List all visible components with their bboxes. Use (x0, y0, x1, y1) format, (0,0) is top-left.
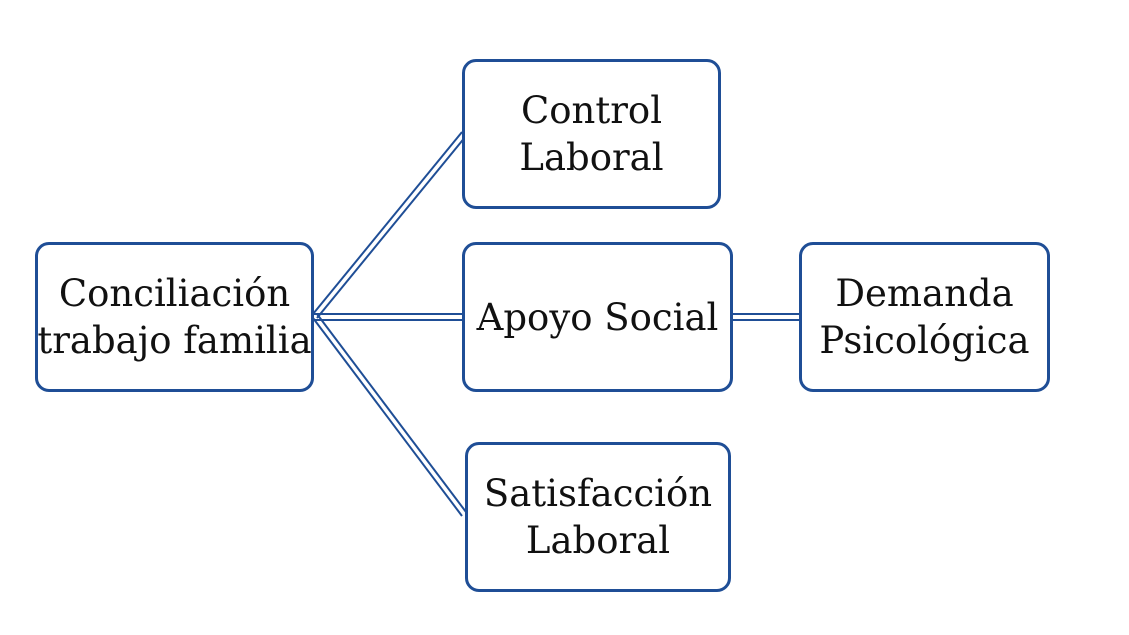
node-control-line-2: Laboral (519, 136, 664, 179)
node-root-line-1: Conciliación (58, 272, 291, 315)
node-satisfaccion-line-1: Satisfacción (483, 472, 713, 515)
node-root-line-2: trabajo familia (37, 319, 312, 362)
node-demanda-psicologica: Demanda Psicológica (799, 242, 1050, 392)
node-conciliacion-trabajo-familia: Conciliación trabajo familia (35, 242, 314, 392)
edge-root-apoyo (314, 313, 462, 321)
edge-root-control (312, 131, 467, 319)
node-apoyo-line-1: Apoyo Social (476, 295, 719, 339)
edge-root-satisfaccion (312, 313, 467, 517)
node-control-line-1: Control (520, 89, 663, 132)
node-demanda-line-1: Demanda (835, 272, 1014, 315)
edge-apoyo-demanda (733, 313, 799, 321)
node-apoyo-social: Apoyo Social (462, 242, 733, 392)
node-satisfaccion-line-2: Laboral (525, 519, 671, 562)
node-demanda-line-2: Psicológica (819, 319, 1030, 362)
node-control-laboral: Control Laboral (462, 59, 721, 209)
node-satisfaccion-laboral: Satisfacción Laboral (465, 442, 731, 592)
